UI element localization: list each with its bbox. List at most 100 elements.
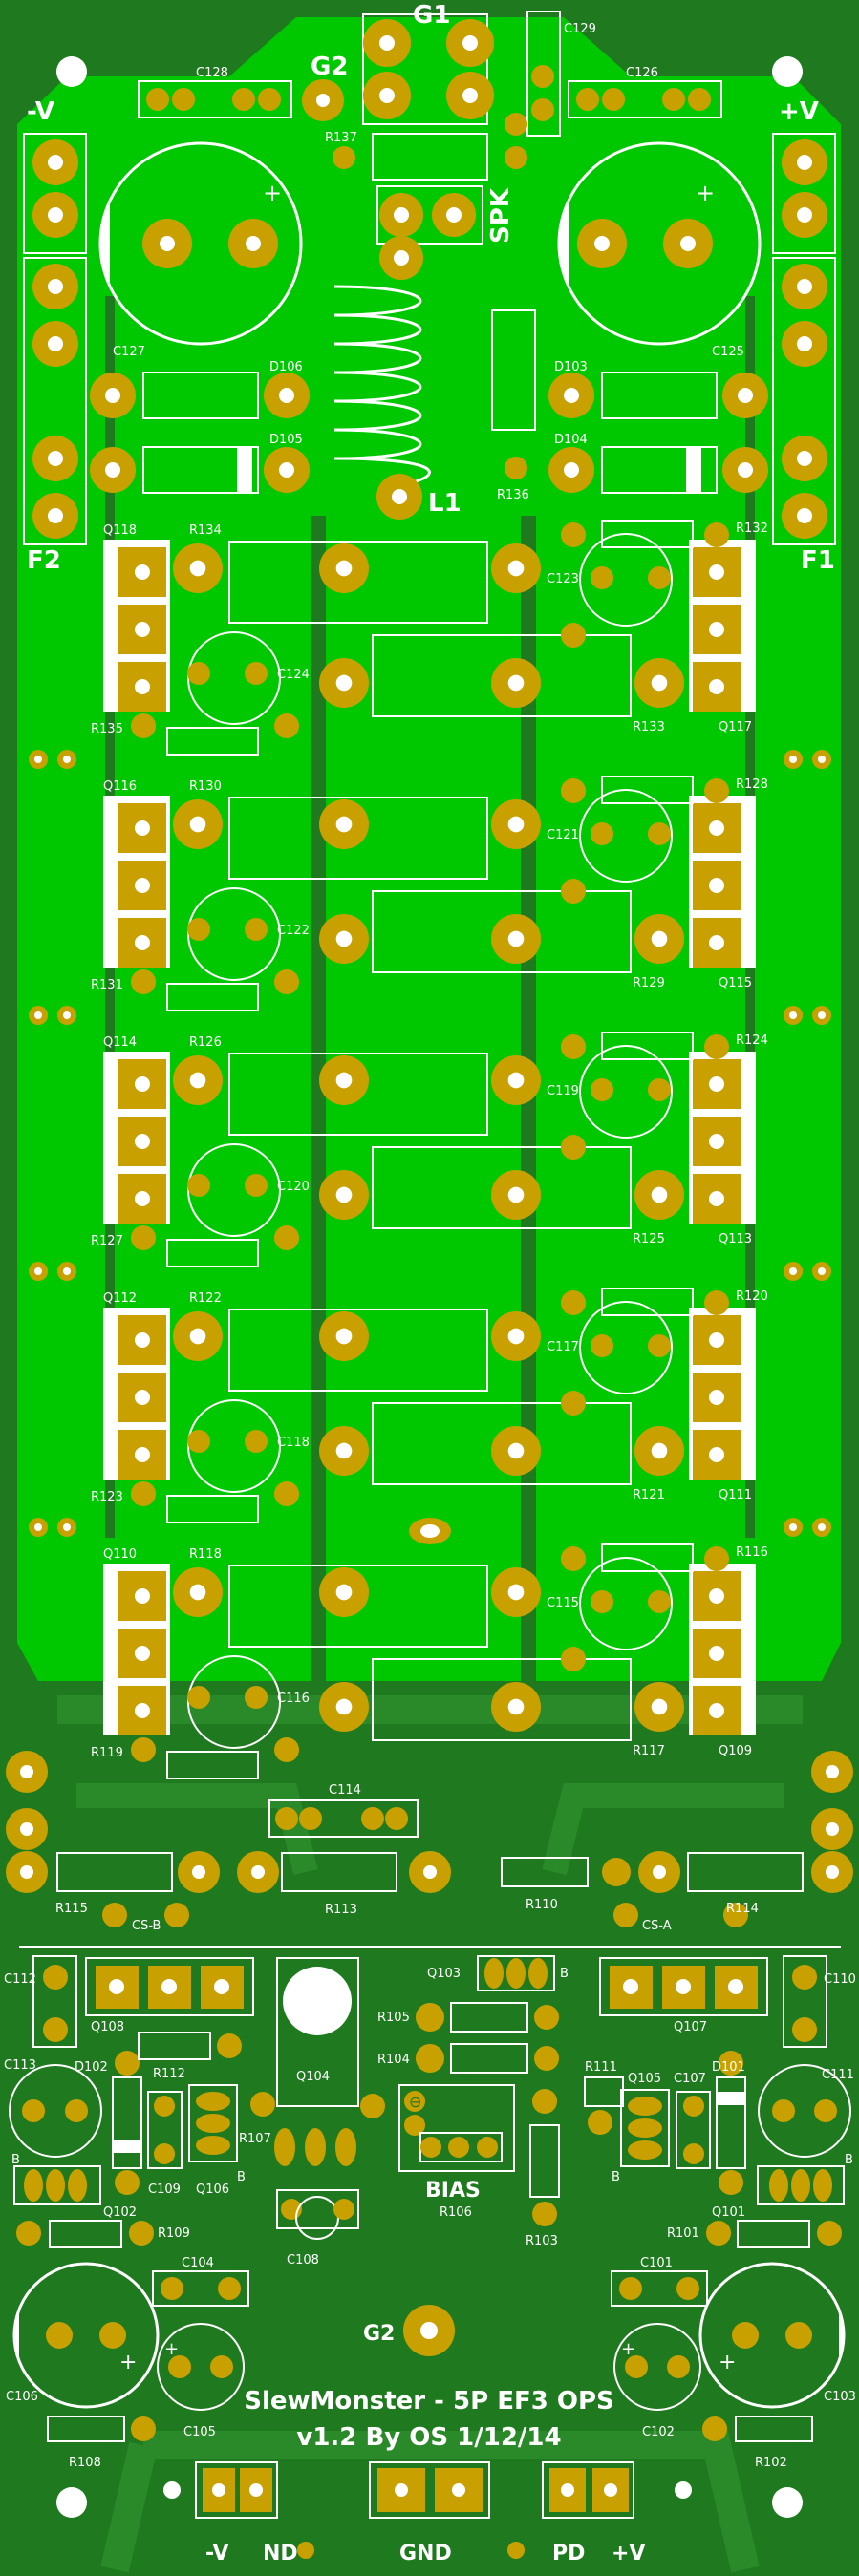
r105-r104 [416, 2002, 559, 2074]
c114-footprint [268, 1799, 419, 1838]
r107-q104-pads [250, 2092, 385, 2166]
transistor-pad-hole [709, 622, 724, 637]
d106-diode [90, 372, 310, 419]
q106-b-label: B [237, 2170, 246, 2184]
base-resistor-pad [131, 1481, 156, 1506]
emitter-resistor-label: R130 [189, 779, 222, 794]
side-via-hole [63, 1267, 71, 1275]
cap-label: C118 [277, 1436, 310, 1450]
cap-pad-2 [245, 1430, 268, 1453]
emitter-resistor-pad-b-hole [651, 1442, 668, 1459]
cap-label: C124 [277, 668, 310, 682]
d105-label: D105 [269, 433, 303, 447]
side-via-hole [818, 1267, 826, 1275]
transistor-pad-hole [135, 679, 150, 694]
rail-pad-hole [507, 560, 525, 577]
transistor-label: Q113 [719, 1232, 752, 1246]
emitter-resistor-pad-a-hole [189, 816, 206, 833]
svg-text:⊖: ⊖ [409, 2093, 421, 2111]
c108-capacitor [276, 2189, 359, 2240]
q108-label: Q108 [91, 2020, 124, 2034]
cap-pad-2 [245, 918, 268, 941]
transistor-pad-hole [135, 935, 150, 950]
emitter-resistor-label: R126 [189, 1035, 222, 1050]
transistor-pad-hole [709, 564, 724, 580]
transistor-pad-hole [135, 564, 150, 580]
transistor-label: Q118 [103, 523, 137, 538]
c125-capacitor: + [557, 141, 762, 346]
bottom-gnd-label: GND [399, 2542, 452, 2565]
resistor-row-mid [56, 1851, 804, 1927]
cap-pad [187, 1174, 210, 1197]
mount-hole-bl [56, 2487, 87, 2518]
r137-label: R137 [325, 131, 357, 145]
cap-pad-2 [648, 822, 671, 845]
emitter-resistor-body [228, 1309, 488, 1392]
c128-footprint [138, 80, 292, 118]
cap-label: C123 [547, 572, 579, 586]
cap-pad [187, 1686, 210, 1709]
r102-label: R102 [755, 2456, 787, 2470]
svg-text:+: + [119, 2351, 137, 2374]
cs-b-label: CS-B [132, 1919, 161, 1933]
emitter-resistor-pad-a-hole [189, 560, 206, 577]
bottom-nd-label: ND [263, 2542, 298, 2565]
base-resistor-pad [131, 713, 156, 738]
c112-footprint [32, 1955, 77, 2048]
d102-label: D102 [75, 2060, 108, 2075]
r112-resistor [138, 2032, 242, 2060]
cap-pad [591, 1078, 613, 1101]
transistor-label: Q115 [719, 976, 752, 990]
r101-resistor [706, 2220, 842, 2248]
transistor-pad-hole [709, 1191, 724, 1206]
plus-v-top-label: +V [779, 97, 819, 126]
transistor-pad-hole [709, 935, 724, 950]
base-resistor-body [166, 727, 259, 756]
cap-label: C117 [547, 1340, 579, 1354]
c103-label: C103 [824, 2390, 856, 2404]
emitter-resistor-pad-b-hole [335, 1072, 353, 1089]
emitter-resistor-pad-a-hole [507, 930, 525, 947]
transistor-pad-hole [709, 1332, 724, 1348]
svg-text:+: + [719, 2351, 736, 2374]
base-resistor-body [601, 520, 694, 548]
c114-label: C114 [329, 1783, 361, 1798]
transistor-pad-hole [709, 1646, 724, 1661]
cap-pad-2 [245, 1686, 268, 1709]
c129-label: C129 [564, 22, 596, 36]
center-pad-hole [420, 1524, 440, 1538]
r104-label: R104 [377, 2053, 410, 2067]
q107-label: Q107 [674, 2020, 707, 2034]
emitter-resistor-pad-a-hole [189, 1584, 206, 1601]
q104-heatsink [276, 1957, 359, 2107]
q106-label: Q106 [196, 2182, 229, 2197]
lower-trace-4 [143, 2431, 760, 2573]
q101-label: Q101 [712, 2205, 745, 2220]
l1-label: L1 [428, 489, 462, 518]
c129-footprint [526, 11, 561, 137]
r136-pad [505, 457, 527, 479]
r109-resistor [16, 2220, 154, 2248]
emitter-resistor-label: R128 [736, 777, 768, 792]
base-resistor-label: R133 [633, 720, 665, 734]
transistor-pad-hole [709, 679, 724, 694]
g1-label: G1 [413, 1, 450, 30]
cap-outline [579, 1301, 673, 1394]
mount-hole-br [772, 2487, 803, 2518]
misc-pad [505, 113, 527, 136]
copper-pour [17, 17, 841, 1681]
r101-label: R101 [667, 2226, 699, 2241]
lower-trace-5 [100, 2441, 158, 2573]
bottom-minus-v-label: -V [205, 2542, 229, 2565]
c106-label: C106 [6, 2390, 38, 2404]
emitter-resistor-body [228, 797, 488, 880]
transistor-pad-hole [135, 1076, 150, 1092]
d101-label: D101 [712, 2060, 745, 2075]
rail-pad-hole [335, 1698, 353, 1715]
cap-outline [187, 887, 281, 981]
base-resistor-pad [131, 1225, 156, 1250]
